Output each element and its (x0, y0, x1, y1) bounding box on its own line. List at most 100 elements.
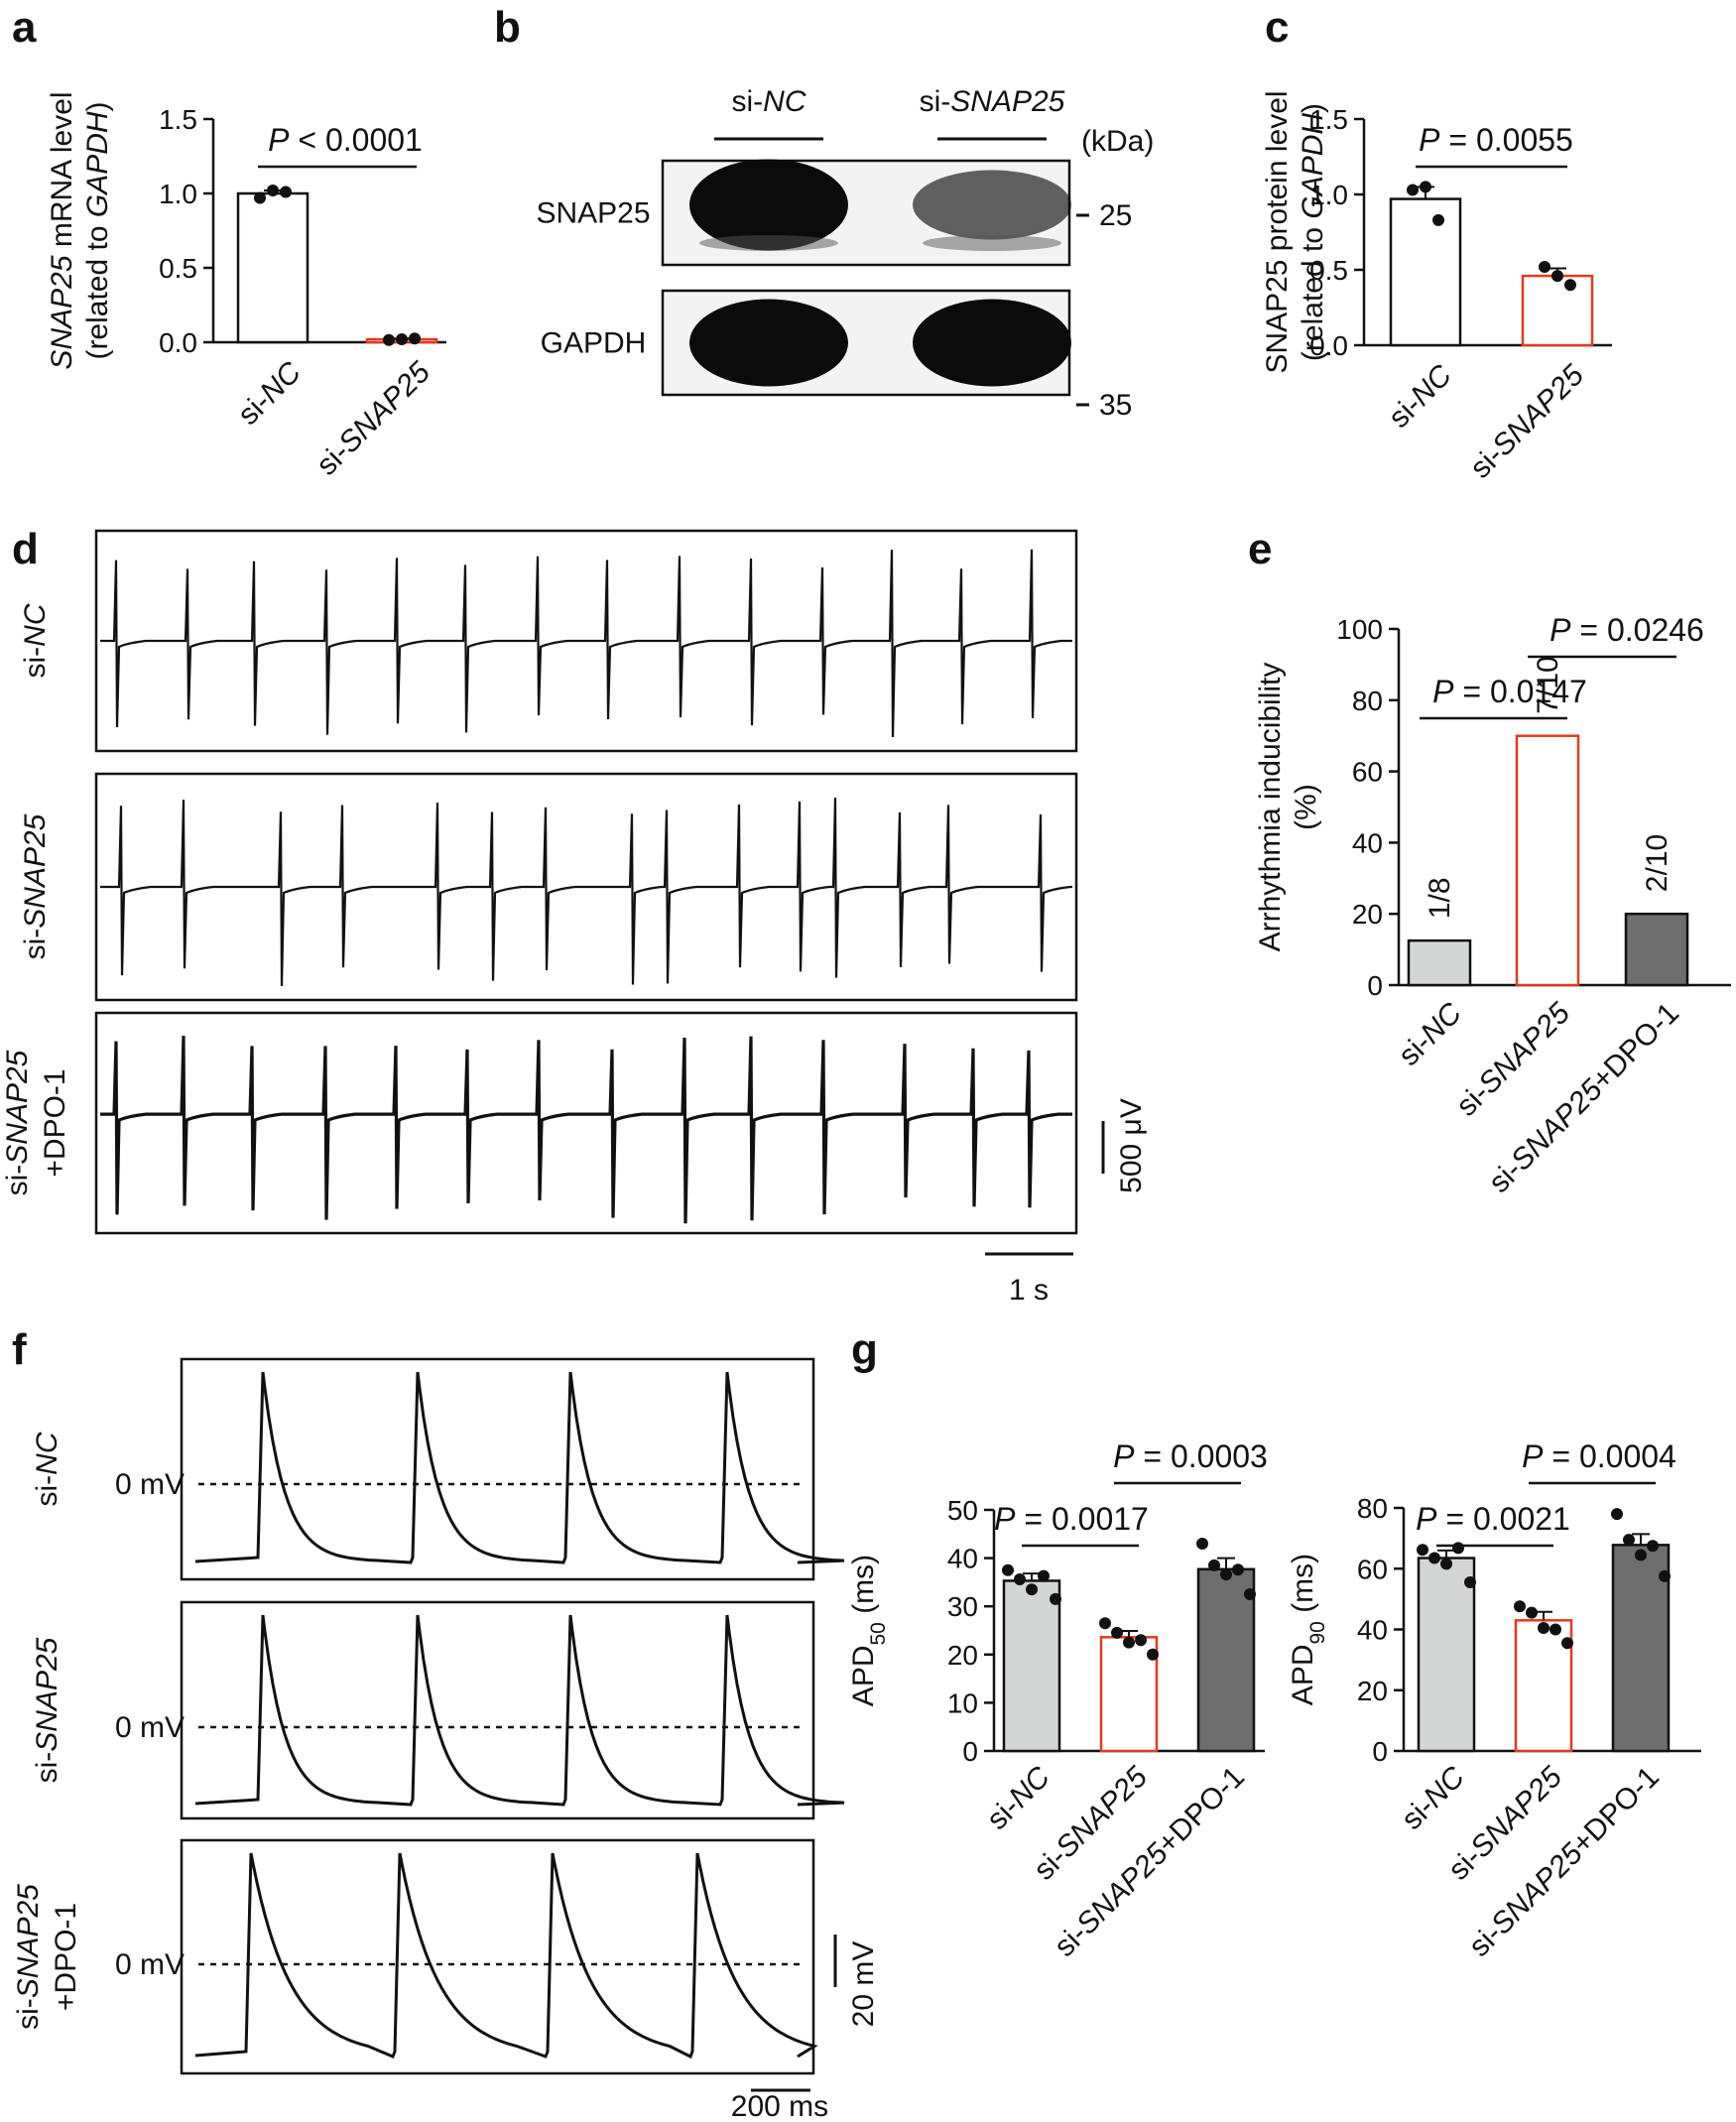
data-point (1564, 279, 1576, 292)
y-axis-label: APD90 (ms) (1287, 1554, 1329, 1705)
data-point (1551, 270, 1563, 283)
y-axis-label: (related to GAPDH) (81, 101, 114, 359)
y-tick-label: 0.5 (1309, 255, 1348, 286)
trace-label: +DPO-1 (50, 1903, 82, 2011)
y-tick-label: 1.5 (159, 104, 197, 135)
data-point (1014, 1572, 1026, 1585)
p-value: P = 0.0246 (1550, 612, 1704, 648)
lane-label: si-NC (732, 85, 806, 118)
trace-frame (94, 529, 1078, 753)
y-axis-label: (related to GAPDH) (1297, 103, 1329, 361)
bar-si-SNAP25+DPO-1 (1611, 1544, 1671, 1753)
y-tick-label: 20 (1352, 899, 1383, 930)
y-tick-label: 20 (1357, 1676, 1388, 1706)
data-point (1550, 1623, 1561, 1636)
scale-bar-label: 1 s (1009, 1274, 1049, 1307)
data-point (1232, 1563, 1244, 1576)
data-point (1526, 1606, 1538, 1619)
y-tick-label: 100 (1336, 614, 1383, 645)
data-point (1432, 213, 1444, 226)
data-point (1244, 1588, 1256, 1601)
x-tick-label: si-NC (1396, 1760, 1472, 1836)
y-tick-label: 80 (1352, 686, 1383, 716)
data-point (1514, 1600, 1526, 1613)
band-SNAP25 (913, 170, 1071, 240)
bar-si-SNAP25+DPO-1 (1624, 912, 1689, 987)
data-point (1647, 1540, 1659, 1553)
y-tick-label: 0 (1367, 970, 1383, 1001)
bar-label: 7/10 (1532, 656, 1564, 713)
x-tick-label: si-SNAP25+DPO-1 (1049, 1761, 1251, 1963)
x-tick-label: si-NC (1393, 996, 1469, 1072)
data-point (1561, 1637, 1573, 1650)
y-tick-label: 60 (1352, 757, 1383, 788)
zero-mv-label: 0 mV (115, 1468, 185, 1501)
ecg-trace (100, 549, 1072, 737)
trace-label: si-NC (31, 1432, 63, 1506)
data-point (1539, 260, 1550, 273)
y-axis-label: SNAP25 mRNA level (46, 91, 78, 369)
panel-letter-b: b (494, 3, 521, 52)
trace-label: si-SNAP25 (1, 1050, 34, 1195)
data-point (1099, 1617, 1111, 1630)
y-tick-label: 1.0 (159, 179, 197, 209)
data-point (1407, 184, 1419, 196)
trace-frame (94, 1011, 1078, 1235)
protein-label: SNAP25 (536, 197, 650, 230)
x-tick-label: si-NC (1383, 358, 1459, 435)
x-tick-label: si-SNAP25+DPO-1 (1463, 1761, 1666, 1963)
kda-unit: (kDa) (1081, 125, 1154, 158)
trace-label: si-SNAP25 (12, 1884, 45, 2030)
marker-label: 35 (1099, 389, 1132, 422)
chart-a-0: 0.0 0.5 1.0 1.5 SNAP25 mRNA level(related to… (46, 91, 446, 482)
bar-si-NC (236, 191, 310, 344)
y-tick-label: 40 (1357, 1615, 1388, 1646)
p-value: P < 0.0001 (268, 122, 423, 158)
panel-letter-c: c (1265, 3, 1289, 52)
band-SNAP25-lower (923, 235, 1061, 251)
y-tick-label: 40 (1352, 827, 1383, 858)
bar-label: 1/8 (1424, 877, 1456, 919)
panel-letter-e: e (1248, 525, 1272, 573)
y-tick-label: 80 (1357, 1493, 1388, 1524)
trace-label: si-SNAP25 (31, 1637, 63, 1783)
data-point (1050, 1592, 1061, 1605)
data-point (1038, 1569, 1050, 1582)
trace-frame (94, 772, 1078, 1002)
scale-bar-label: 500 μV (1115, 1098, 1148, 1193)
ap-frame (180, 1838, 815, 2075)
y-tick-label: 0.5 (159, 253, 197, 284)
x-tick-label: si-NC (981, 1760, 1057, 1836)
y-tick-label: 10 (947, 1687, 978, 1718)
data-point (1635, 1549, 1647, 1561)
y-tick-label: 0 (1372, 1736, 1388, 1767)
bar-si-NC (1417, 1557, 1476, 1753)
data-point (267, 185, 279, 196)
band-GAPDH (913, 299, 1071, 387)
data-point (1623, 1534, 1635, 1547)
y-axis-label: Arrhythmia inducibility (1254, 663, 1287, 952)
zero-mv-label: 0 mV (115, 1711, 185, 1744)
data-point (409, 332, 421, 345)
data-point (1123, 1636, 1135, 1649)
ap-trace (194, 1852, 818, 2060)
scale-bar-label: 20 mV (847, 1941, 880, 2028)
panel-letter-g: g (851, 1325, 878, 1374)
bar-si-SNAP25 (1515, 734, 1580, 987)
p-value: P = 0.0003 (1113, 1438, 1268, 1474)
x-tick-label: si-NC (232, 355, 309, 432)
bar-si-SNAP25 (1521, 274, 1594, 347)
trace-label: si-NC (19, 603, 52, 678)
p-value: P = 0.0017 (994, 1501, 1149, 1537)
scale-bar-label: 200 ms (731, 2090, 828, 2122)
bar-label: 2/10 (1641, 834, 1674, 892)
y-tick-label: 0.0 (159, 327, 197, 358)
band-SNAP25-lower (699, 235, 838, 251)
data-point (1135, 1634, 1147, 1647)
trace-label: si-SNAP25 (19, 813, 52, 959)
y-tick-label: 60 (1357, 1554, 1388, 1584)
